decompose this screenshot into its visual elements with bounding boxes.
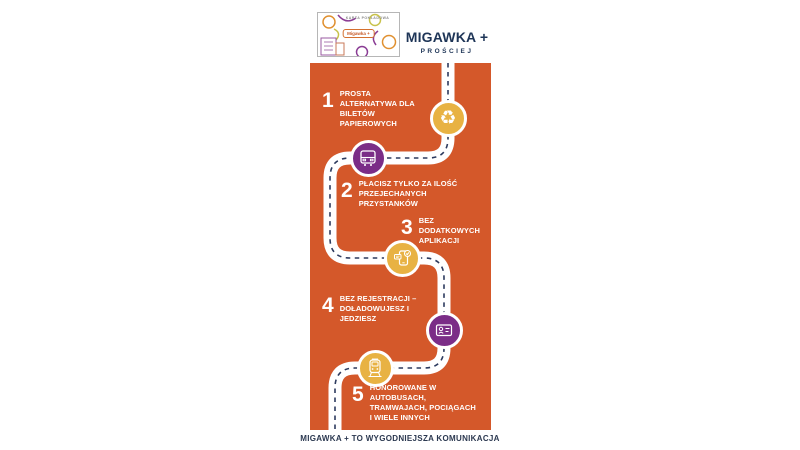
poster-body: ♻: [310, 63, 491, 430]
card-brand-badge: Migawka +: [342, 29, 375, 38]
step-5-number: 5: [352, 383, 364, 406]
step-2: 2 PŁACISZ TYLKO ZA ILOŚĆ PRZEJECHANYCH P…: [341, 179, 457, 209]
recycle-icon: ♻: [429, 99, 467, 137]
step-2-text: PŁACISZ TYLKO ZA ILOŚĆ PRZEJECHANYCH PRZ…: [358, 179, 458, 208]
step-5-text: HONOROWANE W AUTOBUSACH, TRAMWAJACH, POC…: [369, 383, 476, 422]
migawka-card-image: KARTA POKŁADOWA Migawka +: [317, 12, 400, 57]
card-top-text: KARTA POKŁADOWA: [345, 16, 390, 20]
step-4-text: BEZ REJESTRACJI – DOŁADOWUJESZ I JEDZIES…: [339, 294, 417, 323]
step-5: 5 HONOROWANE W AUTOBUSACH, TRAMWAJACH, P…: [352, 383, 476, 423]
step-3-text: BEZ DODATKOWYCH APLIKACJI: [418, 216, 481, 245]
building-illustration: [320, 37, 345, 56]
step-3-number: 3: [401, 216, 413, 239]
page-subtitle: PROŚCIEJ: [420, 48, 474, 55]
card-decoration: [320, 13, 397, 56]
train-icon: [356, 349, 394, 387]
step-4: 4 BEZ REJESTRACJI – DOŁADOWUJESZ I JEDZI…: [322, 294, 416, 324]
step-1-text: PROSTA ALTERNATYWA DLA BILETÓW PAPIEROWY…: [339, 89, 415, 128]
page-title: MIGAWKA +: [405, 29, 489, 45]
step-1-number: 1: [322, 89, 334, 112]
step-4-number: 4: [322, 294, 334, 317]
step-3: 3 BEZ DODATKOWYCH APLIKACJI: [401, 216, 480, 246]
step-1: 1 PROSTA ALTERNATYWA DLA BILETÓW PAPIERO…: [322, 89, 415, 129]
header-title-block: MIGAWKA + PROŚCIEJ: [403, 29, 491, 55]
bus-icon: [349, 139, 387, 177]
phone-message-icon: [383, 239, 421, 277]
step-2-number: 2: [341, 179, 353, 202]
footer-tagline: MIGAWKA + TO WYGODNIEJSZA KOMUNIKACJA: [300, 434, 500, 443]
id-card-icon: [425, 311, 463, 349]
